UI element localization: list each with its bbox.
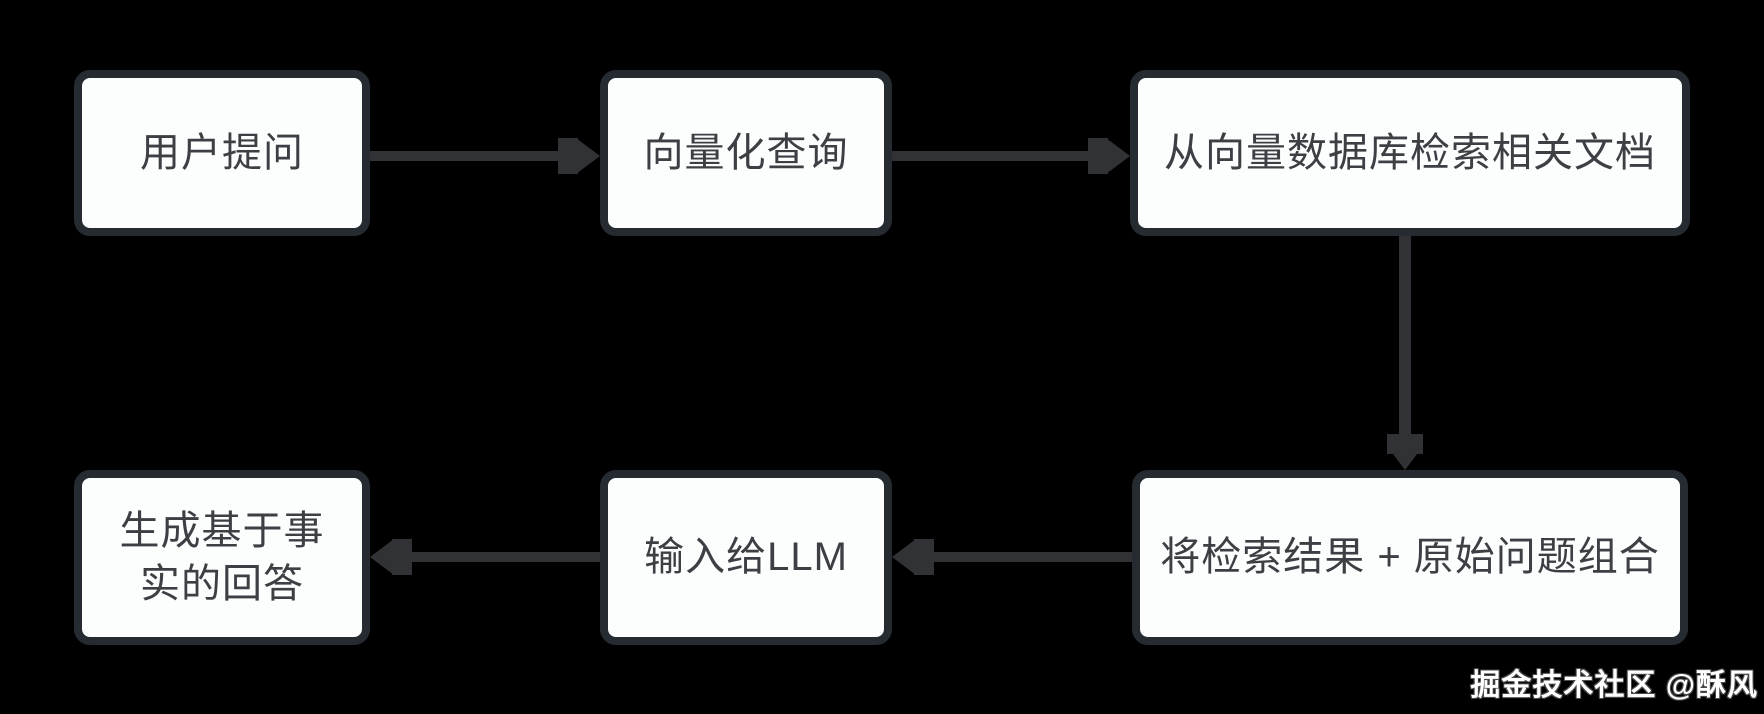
flow-node-vectorize-query: 向量化查询: [600, 70, 892, 236]
connector-vectorize-query-to-retrieve-docs: [892, 138, 1130, 174]
flow-node-combine-results: 将检索结果 + 原始问题组合: [1132, 470, 1688, 645]
flow-node-retrieve-docs: 从向量数据库检索相关文档: [1130, 70, 1690, 236]
connector-input-to-llm-to-grounded-answer: [370, 539, 600, 575]
flow-node-user-question: 用户提问: [74, 70, 370, 236]
connector-combine-results-to-input-to-llm: [892, 539, 1132, 575]
connector-retrieve-docs-to-combine-results: [1387, 236, 1423, 470]
watermark: 掘金技术社区 @酥风: [1470, 669, 1758, 702]
flow-node-grounded-answer: 生成基于事 实的回答: [74, 470, 370, 645]
flow-node-input-to-llm: 输入给LLM: [600, 470, 892, 645]
connector-user-question-to-vectorize-query: [368, 138, 600, 174]
